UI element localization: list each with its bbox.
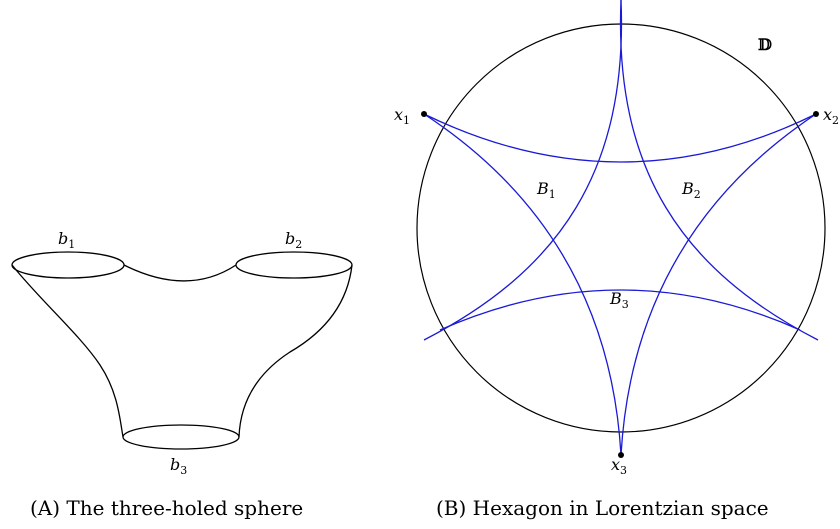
top-saddle-curve (123, 264, 237, 282)
geodesic-top-left (423, 0, 623, 341)
caption-b: (B) Hexagon in Lorentzian space (436, 496, 769, 520)
label-x2: x2 (823, 105, 839, 127)
boundary-b3 (122, 424, 240, 450)
label-b2: b2 (285, 229, 302, 251)
geodesic-top-right (619, 0, 819, 341)
point-x2 (813, 111, 819, 117)
label-x1: x1 (394, 105, 410, 127)
unit-disk-boundary (416, 23, 826, 433)
disk-label: 𝔻 (758, 35, 772, 54)
geodesic-bottom (439, 289, 801, 331)
geodesic-x2-x3 (620, 113, 817, 456)
geodesic-curves (423, 0, 819, 456)
marked-points (421, 111, 819, 458)
right-side-curve (238, 264, 353, 438)
label-B3: B3 (609, 289, 629, 311)
label-B1: B1 (536, 179, 556, 201)
boundary-b1 (11, 251, 125, 279)
left-side-curve (11, 264, 124, 438)
point-x3 (618, 452, 624, 458)
point-x1 (421, 111, 427, 117)
label-x3: x3 (611, 455, 627, 477)
label-b3: b3 (170, 455, 187, 477)
label-B2: B2 (681, 179, 701, 201)
geodesic-x1-x3 (423, 113, 622, 456)
caption-a: (A) The three-holed sphere (30, 496, 303, 520)
three-holed-sphere (11, 251, 353, 450)
boundary-b2 (235, 251, 353, 279)
label-b1: b1 (58, 229, 75, 251)
geodesic-top (423, 113, 817, 163)
